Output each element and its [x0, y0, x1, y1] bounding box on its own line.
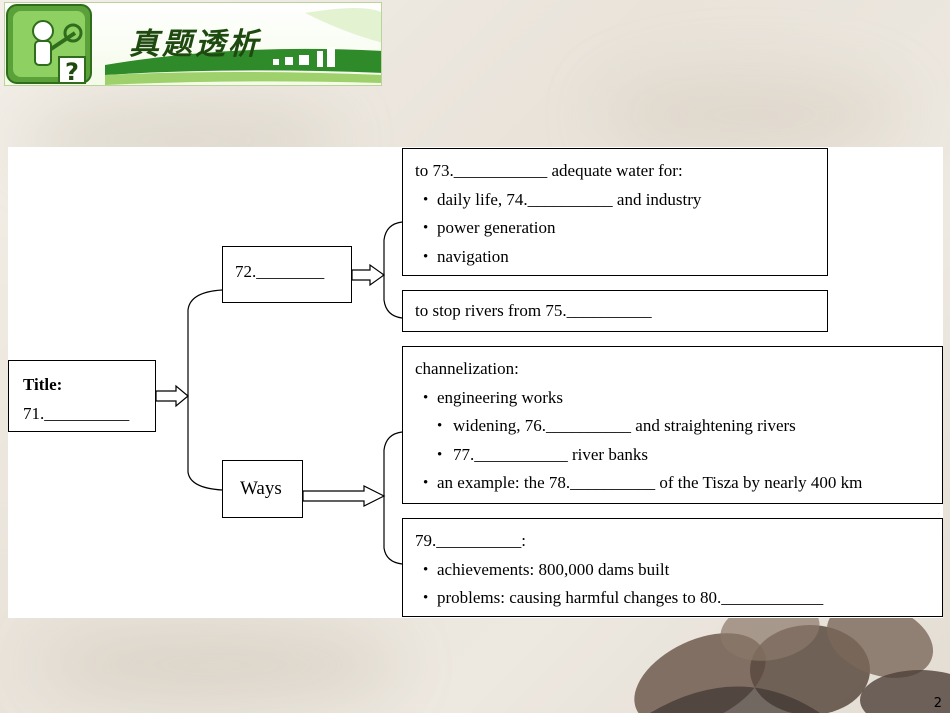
dams-box: 79.__________: achievements: 800,000 dam… — [402, 518, 943, 617]
stop-rivers-box: to stop rivers from 75.__________ — [402, 290, 828, 332]
node-ways: Ways — [222, 460, 303, 518]
channelization-heading: channelization: — [415, 359, 519, 378]
dams-item: achievements: 800,000 dams built — [415, 556, 942, 585]
title-blank-71: 71.__________ — [23, 403, 130, 423]
flower-decoration — [634, 599, 950, 713]
node-72: 72.________ — [222, 246, 352, 303]
purpose-item: daily life, 74.__________ and industry — [415, 186, 827, 215]
page-number: 2 — [933, 696, 942, 711]
background-stain — [40, 630, 400, 700]
background-stain — [600, 70, 900, 160]
channelization-item: engineering works — [415, 384, 942, 413]
purpose-item: navigation — [415, 243, 827, 272]
purpose-item: power generation — [415, 214, 827, 243]
arrow-title — [155, 384, 189, 408]
node-ways-text: Ways — [240, 478, 282, 499]
svg-text:?: ? — [65, 58, 79, 86]
stop-rivers-text: to stop rivers from 75.__________ — [415, 301, 652, 320]
arrow-72 — [351, 263, 386, 287]
title-label: Title: — [23, 375, 63, 394]
channelization-subitem: 77.___________ river banks — [415, 441, 942, 470]
dams-item: problems: causing harmful changes to 80.… — [415, 584, 942, 613]
node-72-text: 72.________ — [235, 262, 325, 281]
title-box: Title: 71.__________ — [8, 360, 156, 432]
purpose-heading: to 73.___________ adequate water for: — [415, 161, 683, 180]
dams-heading: 79.__________: — [415, 531, 526, 550]
purpose-box: to 73.___________ adequate water for: da… — [402, 148, 828, 276]
arrow-ways — [302, 485, 386, 507]
header-banner: ? 真题透析 — [4, 2, 382, 86]
question-figure-icon: ? — [6, 4, 381, 86]
section-title: 真题透析 — [129, 27, 261, 62]
channelization-subitem: widening, 76.__________ and straightenin… — [415, 412, 942, 441]
channelization-box: channelization: engineering works wideni… — [402, 346, 943, 504]
channelization-item: an example: the 78.__________ of the Tis… — [415, 469, 942, 498]
